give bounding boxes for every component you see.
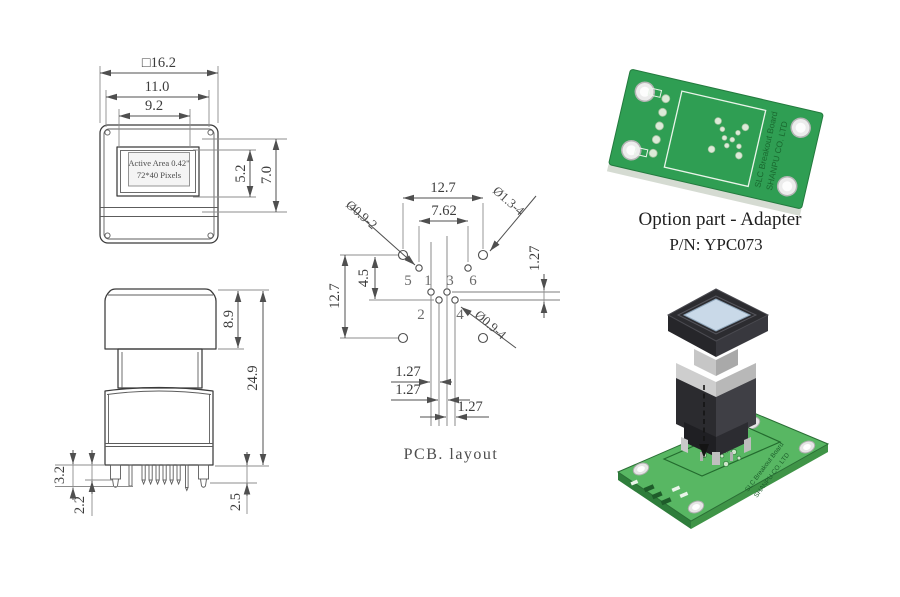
module-inner-outline bbox=[103, 128, 215, 240]
dim-active-height: 5.2 bbox=[233, 164, 249, 182]
pin-number: 4 bbox=[456, 307, 464, 323]
cap-outline bbox=[104, 288, 217, 350]
adapter-photo: SLC Breakout Board SHANPU CO. LTD Option… bbox=[606, 69, 824, 254]
neck-right bbox=[716, 349, 738, 376]
corner-peg bbox=[207, 129, 214, 136]
mounting-hole bbox=[477, 249, 489, 261]
dim-col-pitch-2: 1.27 bbox=[395, 382, 420, 398]
dim-glass-height: 7.0 bbox=[259, 166, 275, 184]
pcb-layout-caption: PCB. layout bbox=[404, 446, 499, 463]
dim-col-pitch-1: 1.27 bbox=[395, 364, 420, 380]
render-module bbox=[666, 288, 770, 465]
pcb-layout-drawing: 5 1 3 6 2 4 12.7 7.62 12.7 4.5 1.27 1.27… bbox=[327, 180, 560, 463]
mounting-hole bbox=[397, 332, 409, 344]
pad-column bbox=[648, 94, 671, 158]
left-post-pin bbox=[110, 464, 121, 480]
pin-number: 2 bbox=[417, 307, 425, 323]
adapter-title: Option part - Adapter bbox=[638, 209, 802, 230]
dim-bezel-width: 11.0 bbox=[145, 79, 170, 95]
base-post bbox=[681, 437, 688, 453]
corner-peg bbox=[207, 232, 214, 239]
center-pads bbox=[707, 117, 750, 160]
glass-inner-outline bbox=[120, 150, 196, 193]
active-area bbox=[128, 152, 190, 187]
board-side-left bbox=[618, 472, 691, 529]
pin-hole-5 bbox=[415, 264, 423, 272]
dim-total-height: 24.9 bbox=[245, 365, 261, 390]
render-board-components bbox=[630, 479, 689, 506]
side-view-drawing: 8.9 24.9 3.2 2.2 2.5 bbox=[52, 288, 269, 516]
long-pin bbox=[128, 464, 133, 487]
base-left bbox=[684, 422, 716, 457]
long-pin bbox=[185, 464, 189, 488]
pin-number: 1 bbox=[424, 273, 432, 289]
base-post bbox=[712, 452, 720, 465]
dim-hole-pitch-v: 12.7 bbox=[327, 283, 343, 308]
module-3d-render: SLC Breakout Board SHANPU CO. LTD bbox=[616, 288, 830, 529]
body-outline bbox=[104, 386, 214, 466]
corner-peg bbox=[104, 129, 111, 136]
pin-hole-3 bbox=[443, 288, 451, 296]
arrowhead-icon bbox=[699, 444, 709, 458]
silkscreen-outline bbox=[663, 90, 767, 188]
dim-cap-height: 8.9 bbox=[221, 310, 237, 328]
dim-hole-pitch-h: 12.7 bbox=[430, 180, 455, 196]
active-area-label: Active Area 0.42" bbox=[128, 158, 189, 168]
dim-pin-pitch-h: 7.62 bbox=[431, 203, 456, 219]
dim-pin-outer: 2.2 bbox=[72, 496, 88, 514]
pin-number: 3 bbox=[446, 273, 454, 289]
base-right bbox=[716, 422, 748, 457]
mounting-hole bbox=[477, 332, 489, 344]
neck-left bbox=[694, 349, 716, 376]
dim-active-width: 9.2 bbox=[145, 98, 163, 114]
pin-hole-6 bbox=[464, 264, 472, 272]
pin-number: 5 bbox=[404, 273, 412, 289]
pin-row bbox=[141, 464, 181, 486]
adapter-part-number: P/N: YPC073 bbox=[669, 235, 762, 254]
body-band-right bbox=[716, 363, 756, 397]
dim-row-pitch: 1.27 bbox=[527, 246, 543, 271]
front-view-drawing: Active Area 0.42" 72*40 Pixels □16.2 11.… bbox=[99, 55, 287, 244]
neck-outline bbox=[117, 348, 203, 389]
body-band-left bbox=[676, 363, 716, 397]
pin-stub bbox=[730, 452, 733, 461]
right-post-pin bbox=[198, 464, 209, 480]
module-outline bbox=[99, 124, 219, 244]
base-post bbox=[744, 437, 751, 453]
dim-col-pitch-3: 1.27 bbox=[457, 399, 482, 415]
corner-peg bbox=[104, 232, 111, 239]
adapter-board bbox=[608, 69, 824, 209]
pin-hole-1 bbox=[427, 288, 435, 296]
dim-pin-offset-v: 4.5 bbox=[356, 269, 372, 287]
label-small-hole-top: Ø0.9-2 bbox=[343, 197, 380, 232]
pin-hole-4 bbox=[451, 296, 459, 304]
active-area-pixels-label: 72*40 Pixels bbox=[137, 170, 181, 180]
dim-outer-width: □16.2 bbox=[142, 55, 176, 71]
dim-pin-right: 2.5 bbox=[228, 493, 244, 511]
pin-number: 6 bbox=[469, 273, 477, 289]
pin-stub bbox=[700, 452, 703, 461]
dim-pin-long: 3.2 bbox=[52, 466, 68, 484]
pin-hole-2 bbox=[435, 296, 443, 304]
glass-outline bbox=[116, 146, 200, 197]
board-side-right bbox=[691, 444, 828, 529]
placement-arrow bbox=[699, 385, 709, 458]
board-edge bbox=[606, 164, 802, 216]
label-small-hole-bottom: Ø0.9-4 bbox=[472, 307, 510, 343]
screen-bezel bbox=[676, 295, 758, 335]
screen bbox=[682, 298, 752, 332]
